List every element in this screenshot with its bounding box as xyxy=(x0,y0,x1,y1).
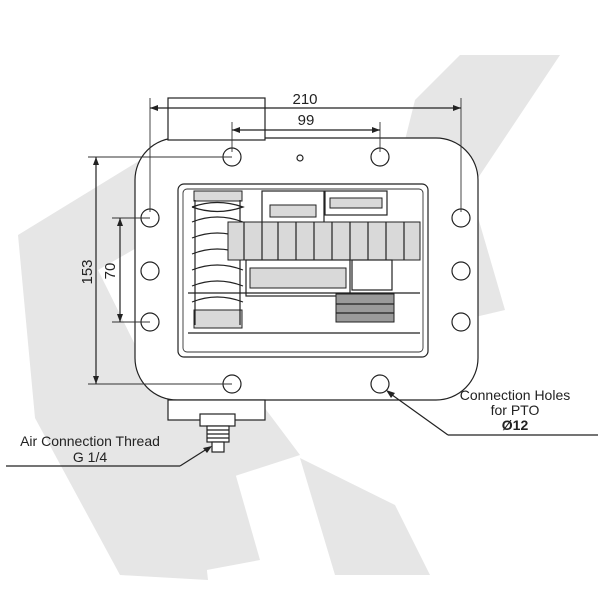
dimension-99: 99 xyxy=(231,112,381,152)
air-connection-thread: G 1/4 xyxy=(73,449,107,465)
air-connection-label: Air Connection Thread xyxy=(20,433,160,449)
spring xyxy=(191,190,245,329)
watermark-logo xyxy=(18,55,560,580)
air-connection-fitting xyxy=(199,413,236,453)
connection-holes-diameter: Ø12 xyxy=(502,417,529,433)
dimension-label-99: 99 xyxy=(298,112,315,129)
dimension-label-210: 210 xyxy=(292,91,317,108)
callout-connection-holes: Connection Holes for PTO Ø12 xyxy=(386,387,598,436)
dimension-153: 153 xyxy=(79,156,232,385)
gear-assembly xyxy=(188,190,421,334)
hole xyxy=(140,261,160,281)
hole xyxy=(451,261,471,281)
connection-holes xyxy=(140,147,471,394)
hole xyxy=(370,374,390,394)
dimension-210: 210 xyxy=(149,91,462,212)
dimension-label-70: 70 xyxy=(102,263,119,280)
callout-air-connection: Air Connection Thread G 1/4 xyxy=(6,433,212,467)
connection-holes-label: Connection Holes xyxy=(460,387,571,403)
dimension-label-153: 153 xyxy=(79,259,96,284)
connection-holes-sublabel: for PTO xyxy=(491,402,540,418)
hole xyxy=(451,312,471,332)
small-hole xyxy=(296,154,304,162)
dimension-70: 70 xyxy=(102,217,150,323)
